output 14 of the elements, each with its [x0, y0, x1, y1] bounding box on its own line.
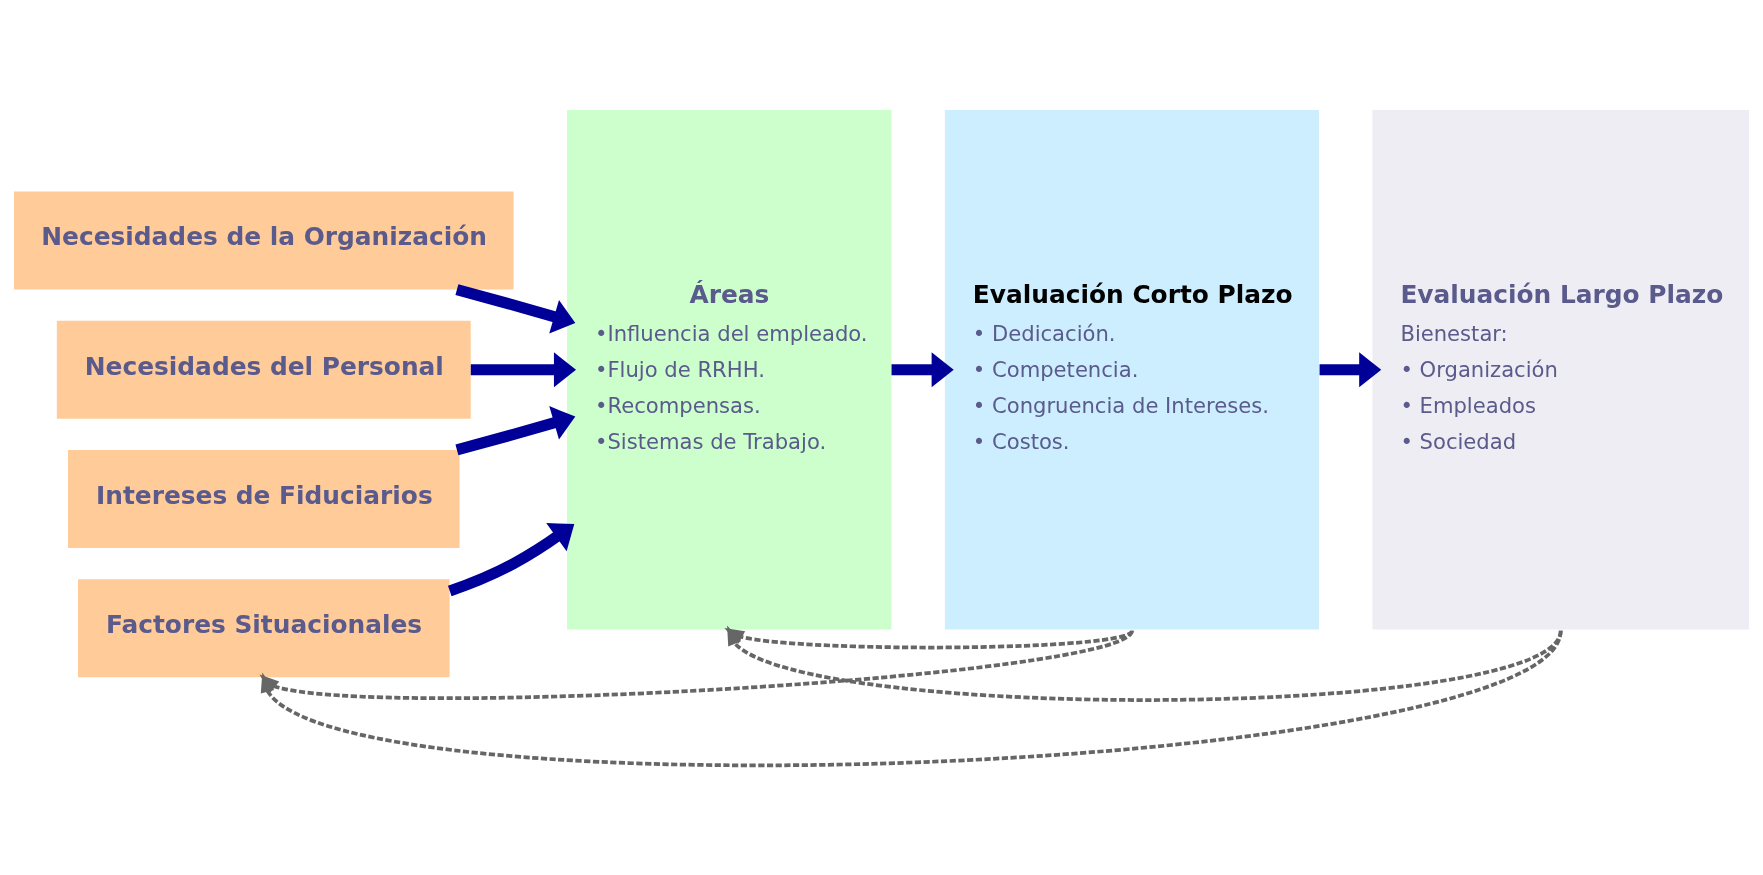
arrow [447, 522, 575, 596]
node-box: Intereses de Fiduciarios [68, 449, 460, 548]
node-box: Factores Situacionales [77, 578, 450, 677]
node-box: Áreas •Influencia del empleado. •Flujo de RRHH. •Recompensas. •Sistemas de Trabajo. [567, 109, 892, 629]
arrow [455, 405, 576, 455]
arrow [1319, 351, 1382, 387]
arrow [470, 351, 577, 387]
node-box: Necesidades de la Organización [13, 190, 514, 290]
node-box: Evaluación Largo Plazo Bienestar: • Organización • Empleados • Sociedad [1372, 109, 1750, 629]
node-box: Necesidades del Personal [56, 320, 471, 419]
node-box: Evaluación Corto Plazo • Dedicación. • Competencia. • Congruencia de Intereses. • Costos. [944, 109, 1319, 629]
arrow [891, 351, 954, 387]
arrow [455, 283, 576, 333]
arrow [727, 625, 1563, 702]
